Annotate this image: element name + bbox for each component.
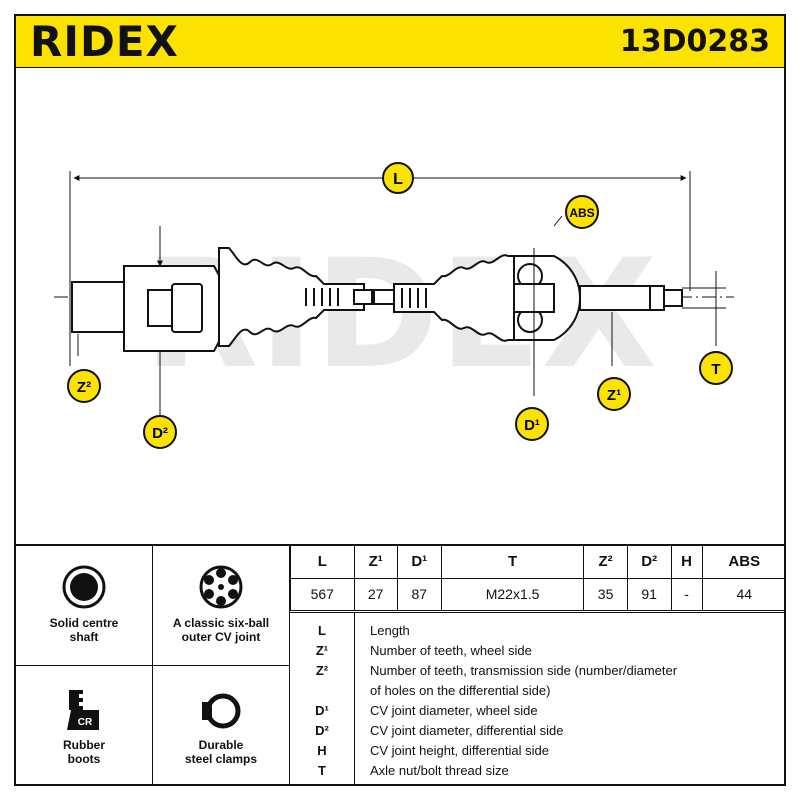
spec-header: T: [440, 546, 585, 579]
spec-value: -: [670, 577, 703, 611]
spec-value: M22x1.5: [440, 577, 585, 611]
feature-label: shaft: [69, 630, 99, 644]
spec-header-row: L Z¹ D¹ T Z² D² H ABS: [290, 546, 786, 579]
legend-key: T: [318, 763, 326, 778]
spec-panel: Solid centre shaft A classic six-ball ou…: [14, 544, 786, 786]
label-T: T: [711, 361, 720, 378]
label-D1-badge: [515, 407, 549, 441]
cr-badge: CR: [78, 717, 93, 728]
spec-header: H: [670, 546, 703, 579]
spec-value: 27: [353, 577, 398, 611]
drawing-frame: [14, 66, 786, 546]
legend-key: D¹: [315, 703, 329, 718]
spec-header: D¹: [396, 546, 442, 579]
feature-six-ball-joint: A classic six-ball outer CV joint: [153, 546, 290, 666]
legend-row: of holes on the differential side): [290, 681, 786, 701]
spec-value: 87: [396, 577, 442, 611]
part-number: 13D0283: [619, 24, 770, 59]
legend-text: CV joint height, differential side: [370, 743, 549, 758]
solid-shaft-icon: [62, 565, 106, 609]
rubber-boot-icon: CR: [67, 690, 99, 730]
legend-key: L: [318, 623, 326, 638]
feature-label: Solid centre: [49, 616, 119, 630]
inner-boot-clamp-ribs: [305, 288, 339, 306]
label-D1: D¹: [524, 417, 540, 434]
legend: L Length Z¹ Number of teeth, wheel side …: [290, 612, 786, 784]
spec-header: Z²: [583, 546, 628, 579]
inner-cv-joint: [71, 265, 223, 352]
legend-text: CV joint diameter, differential side: [370, 723, 564, 738]
legend-row: D² CV joint diameter, differential side: [290, 721, 786, 741]
spec-header: D²: [626, 546, 672, 579]
legend-row: H CV joint height, differential side: [290, 741, 786, 761]
feature-label: Rubber: [63, 738, 105, 752]
legend-text: of holes on the differential side): [370, 683, 551, 698]
six-ball-joint-icon: [199, 565, 243, 609]
label-ABS: ABS: [569, 206, 594, 220]
feature-label: steel clamps: [184, 752, 258, 766]
outer-boot-clamp-ribs: [401, 288, 427, 308]
legend-row: D¹ CV joint diameter, wheel side: [290, 701, 786, 721]
legend-row: Z¹ Number of teeth, wheel side: [290, 641, 786, 661]
legend-row: Z² Number of teeth, transmission side (n…: [290, 661, 786, 681]
feature-label: A classic six-ball: [172, 616, 270, 630]
label-L: L: [393, 171, 403, 188]
legend-row: L Length: [290, 621, 786, 641]
legend-text: Number of teeth, wheel side: [370, 643, 532, 658]
spec-header: L: [290, 546, 355, 579]
label-D2: D²: [152, 425, 168, 442]
label-ABS-badge: [565, 195, 599, 229]
legend-row: T Axle nut/bolt thread size: [290, 761, 786, 781]
label-L-badge: [382, 162, 414, 194]
legend-text: Axle nut/bolt thread size: [370, 763, 509, 778]
spec-value-row: 567 27 87 M22x1.5 35 91 - 44: [290, 577, 786, 611]
label-Z2-badge: [67, 369, 101, 403]
legend-text: Length: [370, 623, 410, 638]
outer-cv-joint: [513, 255, 683, 341]
spec-value: 44: [701, 577, 786, 611]
spec-table: L Z¹ D¹ T Z² D² H ABS 567 27 87 M22x1.5 …: [290, 546, 786, 611]
spec-value: 91: [626, 577, 672, 611]
drive-shaft-drawing: RIDEX L: [54, 162, 734, 449]
legend-key: Z¹: [315, 643, 329, 658]
spec-value: 35: [583, 577, 628, 611]
spec-header: Z¹: [353, 546, 398, 579]
feature-label: Durable: [198, 738, 244, 752]
legend-text: CV joint diameter, wheel side: [370, 703, 538, 718]
brand-logo: RIDEX: [30, 17, 179, 66]
label-T-badge: [699, 351, 733, 385]
label-Z1: Z¹: [607, 387, 621, 404]
feature-label: outer CV joint: [181, 630, 261, 644]
feature-solid-shaft: Solid centre shaft: [16, 546, 153, 666]
legend-key: H: [317, 743, 327, 758]
abs-leader: [553, 215, 563, 227]
spec-header: ABS: [701, 546, 786, 579]
label-Z2: Z²: [77, 379, 91, 396]
label-D2-badge: [143, 415, 177, 449]
feature-steel-clamps: Durable steel clamps: [153, 666, 290, 784]
spec-value: 567: [290, 577, 355, 611]
feature-rubber-boots: CR Rubber boots: [16, 666, 153, 784]
legend-text: Number of teeth, transmission side (numb…: [370, 663, 678, 678]
header-bar: RIDEX 13D0283: [14, 14, 786, 68]
inner-boot: [218, 247, 365, 347]
label-Z1-badge: [597, 377, 631, 411]
legend-key: D²: [315, 723, 329, 738]
feature-label: boots: [67, 752, 101, 766]
legend-key: Z²: [315, 663, 329, 678]
shaft-stub-left: [353, 289, 373, 305]
steel-clamp-icon: [202, 693, 241, 729]
